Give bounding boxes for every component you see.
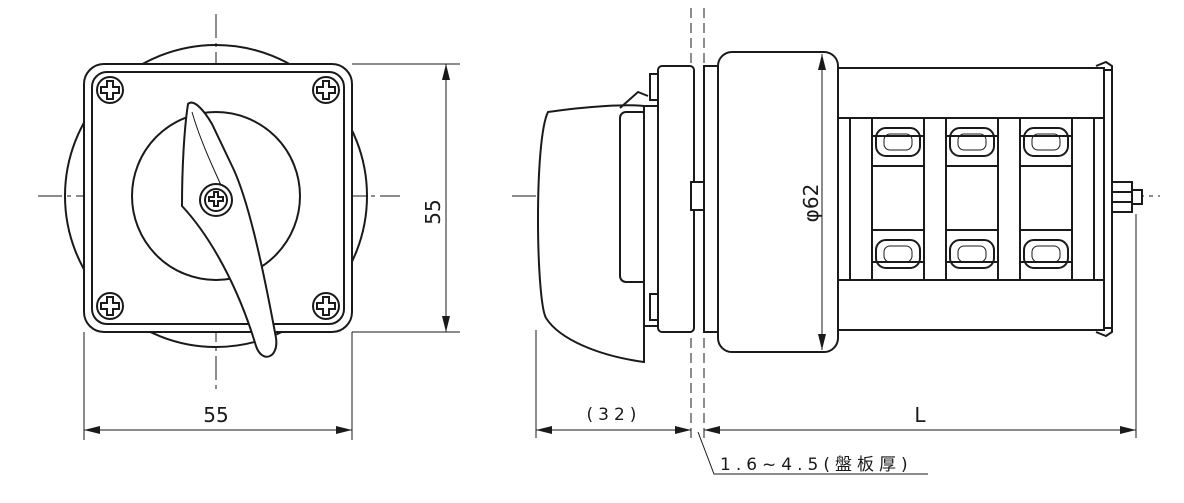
panel-thickness-leader [697,431,928,475]
rotary-handle [180,101,278,358]
rear-body-outline [64,44,368,348]
terminal-bottom [1023,239,1069,269]
screw-head-bottom [649,293,659,321]
terminal-top [875,127,921,157]
corner-screw-icon [312,292,340,320]
face-plate-inner-edge [91,71,345,325]
corner-screw-icon [312,76,340,104]
rear-nut [1111,181,1133,213]
height-dimension-label: 55 [421,199,445,224]
handle-tip-profile [619,90,649,109]
side-view: φ62 [512,8,1160,475]
length-dimension-label: L [914,403,926,427]
terminal-top [949,127,995,157]
contact-stack [837,67,1105,331]
top-clip [1095,60,1113,76]
corner-screw-icon [96,76,124,104]
terminal-bottom [949,239,995,269]
deck-spacer [997,117,1021,281]
deck-spacer [923,117,947,281]
terminal-top [1023,127,1069,157]
screw-head-top [649,73,659,101]
rear-end-plate [1103,69,1113,329]
center-screw-icon [199,183,233,217]
bottom-clip [1095,322,1113,338]
deck-spacer [849,117,873,281]
front-view: 55 55 [38,14,460,440]
rear-shaft-end [1131,189,1143,205]
panel-shaft [690,181,705,211]
deck-spacer [1071,117,1095,281]
corner-screw-icon [96,292,124,320]
width-dimension-label: 55 [203,403,228,427]
depth-dimension-label: (32) [587,405,642,425]
front-flange [657,65,695,333]
rear-mount-plate [703,65,719,333]
handle-side-profile [537,104,645,364]
diameter-dimension-label: φ62 [799,184,823,223]
terminal-bottom [875,239,921,269]
panel-thickness-label: 1.6~4.5(盤板厚) [720,455,913,475]
